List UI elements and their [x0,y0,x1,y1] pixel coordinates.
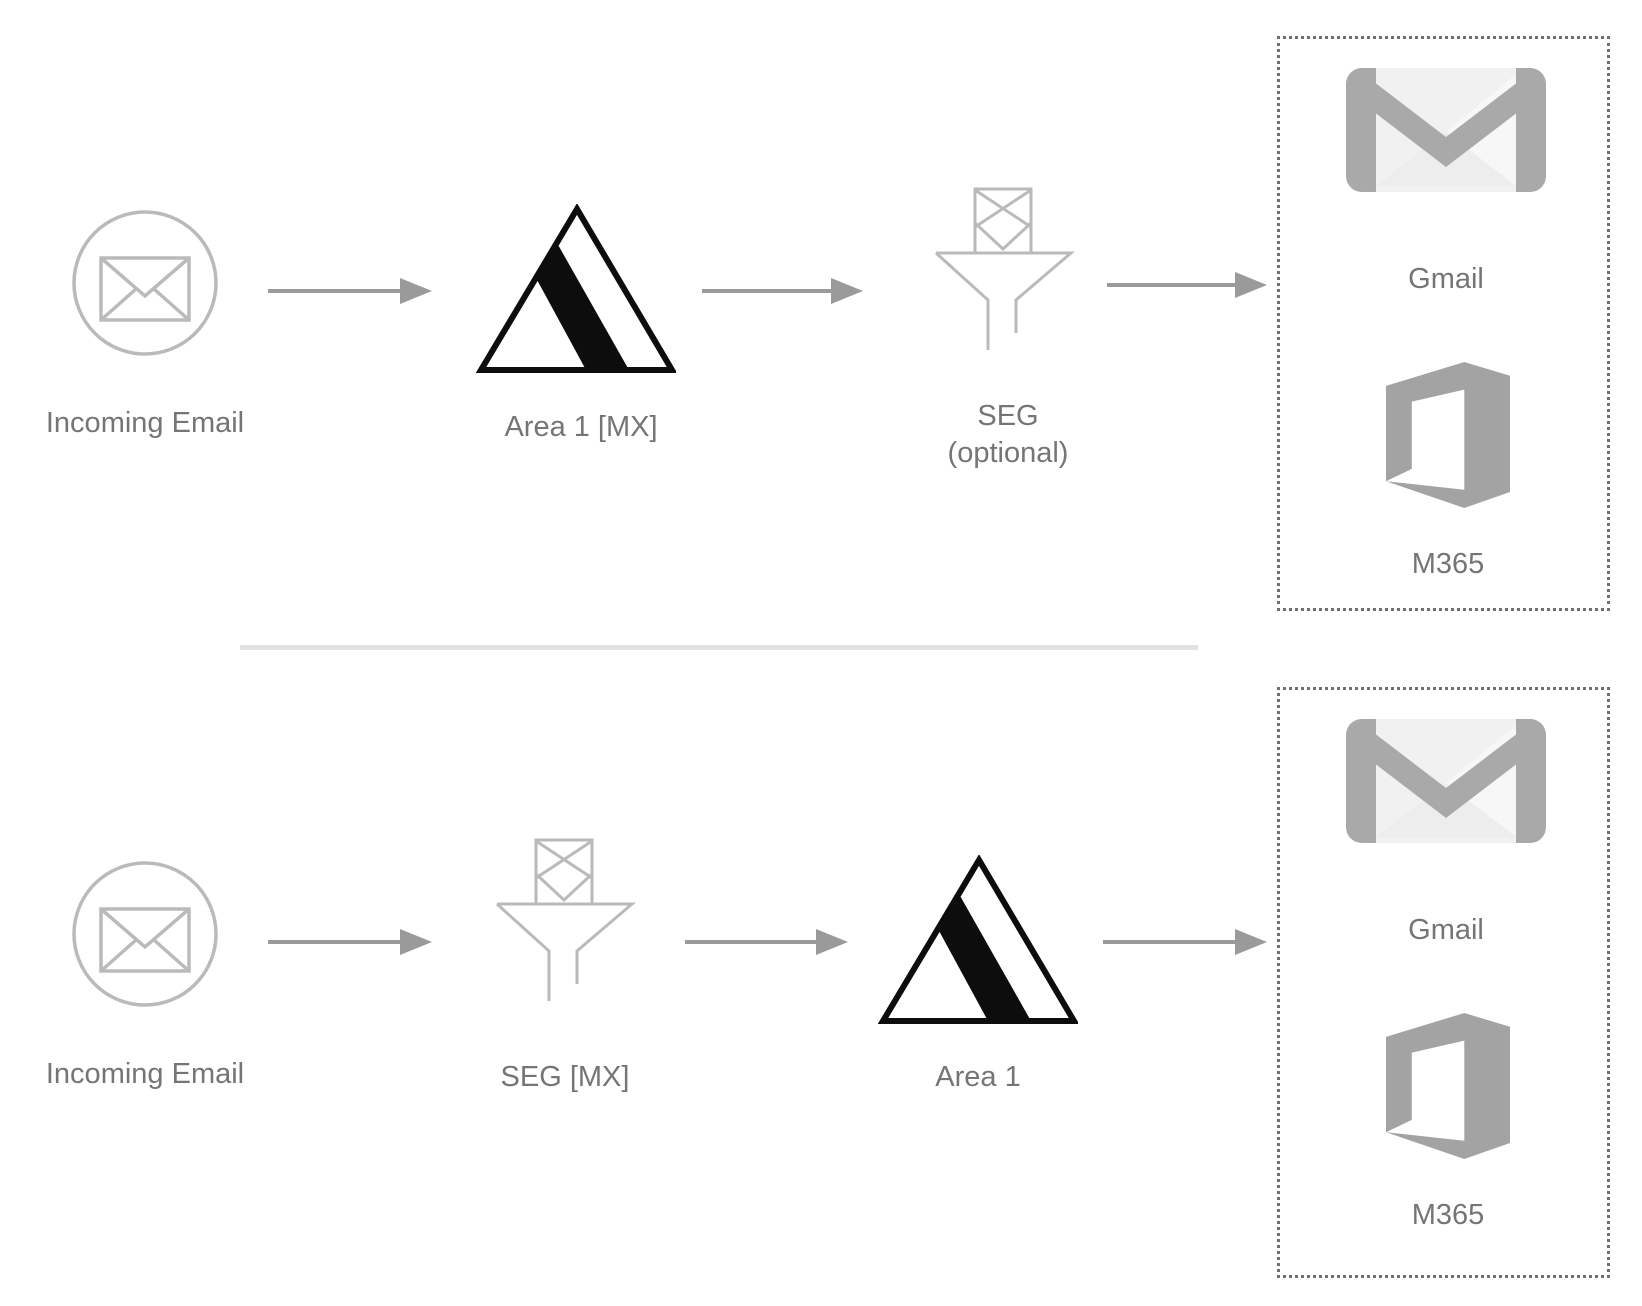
incoming-email-icon [72,210,218,356]
m365-icon [1386,362,1510,508]
arrow-head-icon [1235,929,1267,955]
arrow-line [702,289,831,293]
flow1-arrow-1 [268,277,432,305]
flow2-arrow-3 [1103,928,1267,956]
flow1-arrow-3 [1107,271,1267,299]
m365-label: M365 [1411,1199,1485,1231]
area1-mx-label: Area 1 [MX] [504,411,658,443]
arrow-head-icon [400,278,432,304]
incoming-email-icon [72,861,218,1007]
arrow-line [268,289,400,293]
flow2-destinations-box [1277,687,1610,1278]
flow1-destinations-box [1277,36,1610,611]
seg-optional-label: SEG (optional) [948,398,1069,472]
flow2-arrow-2 [685,928,848,956]
arrow-line [685,940,816,944]
gmail-icon [1346,719,1546,843]
area1-label: Area 1 [935,1061,1021,1093]
gmail-label: Gmail [1408,263,1484,295]
arrow-line [1103,940,1235,944]
arrow-head-icon [816,929,848,955]
flow2-arrow-1 [268,928,432,956]
incoming-email-label: Incoming Email [45,407,245,439]
arrow-line [1107,283,1235,287]
seg-mail-funnel-icon [935,187,1075,350]
gmail-label: Gmail [1408,914,1484,946]
m365-label: M365 [1411,548,1485,580]
arrow-head-icon [1235,272,1267,298]
arrow-head-icon [400,929,432,955]
gmail-icon [1346,68,1546,192]
arrow-head-icon [831,278,863,304]
flow1-arrow-2 [702,277,863,305]
incoming-email-label: Incoming Email [45,1058,245,1090]
area1-triangle-logo-icon [476,204,676,373]
m365-icon [1386,1013,1510,1159]
section-divider [240,645,1198,650]
seg-mx-label: SEG [MX] [500,1061,630,1093]
arrow-line [268,940,400,944]
area1-triangle-logo-icon [878,855,1078,1024]
seg-label-line1: SEG [977,400,1039,432]
seg-mail-funnel-icon [496,838,636,1001]
seg-label-line2: (optional) [947,437,1069,469]
